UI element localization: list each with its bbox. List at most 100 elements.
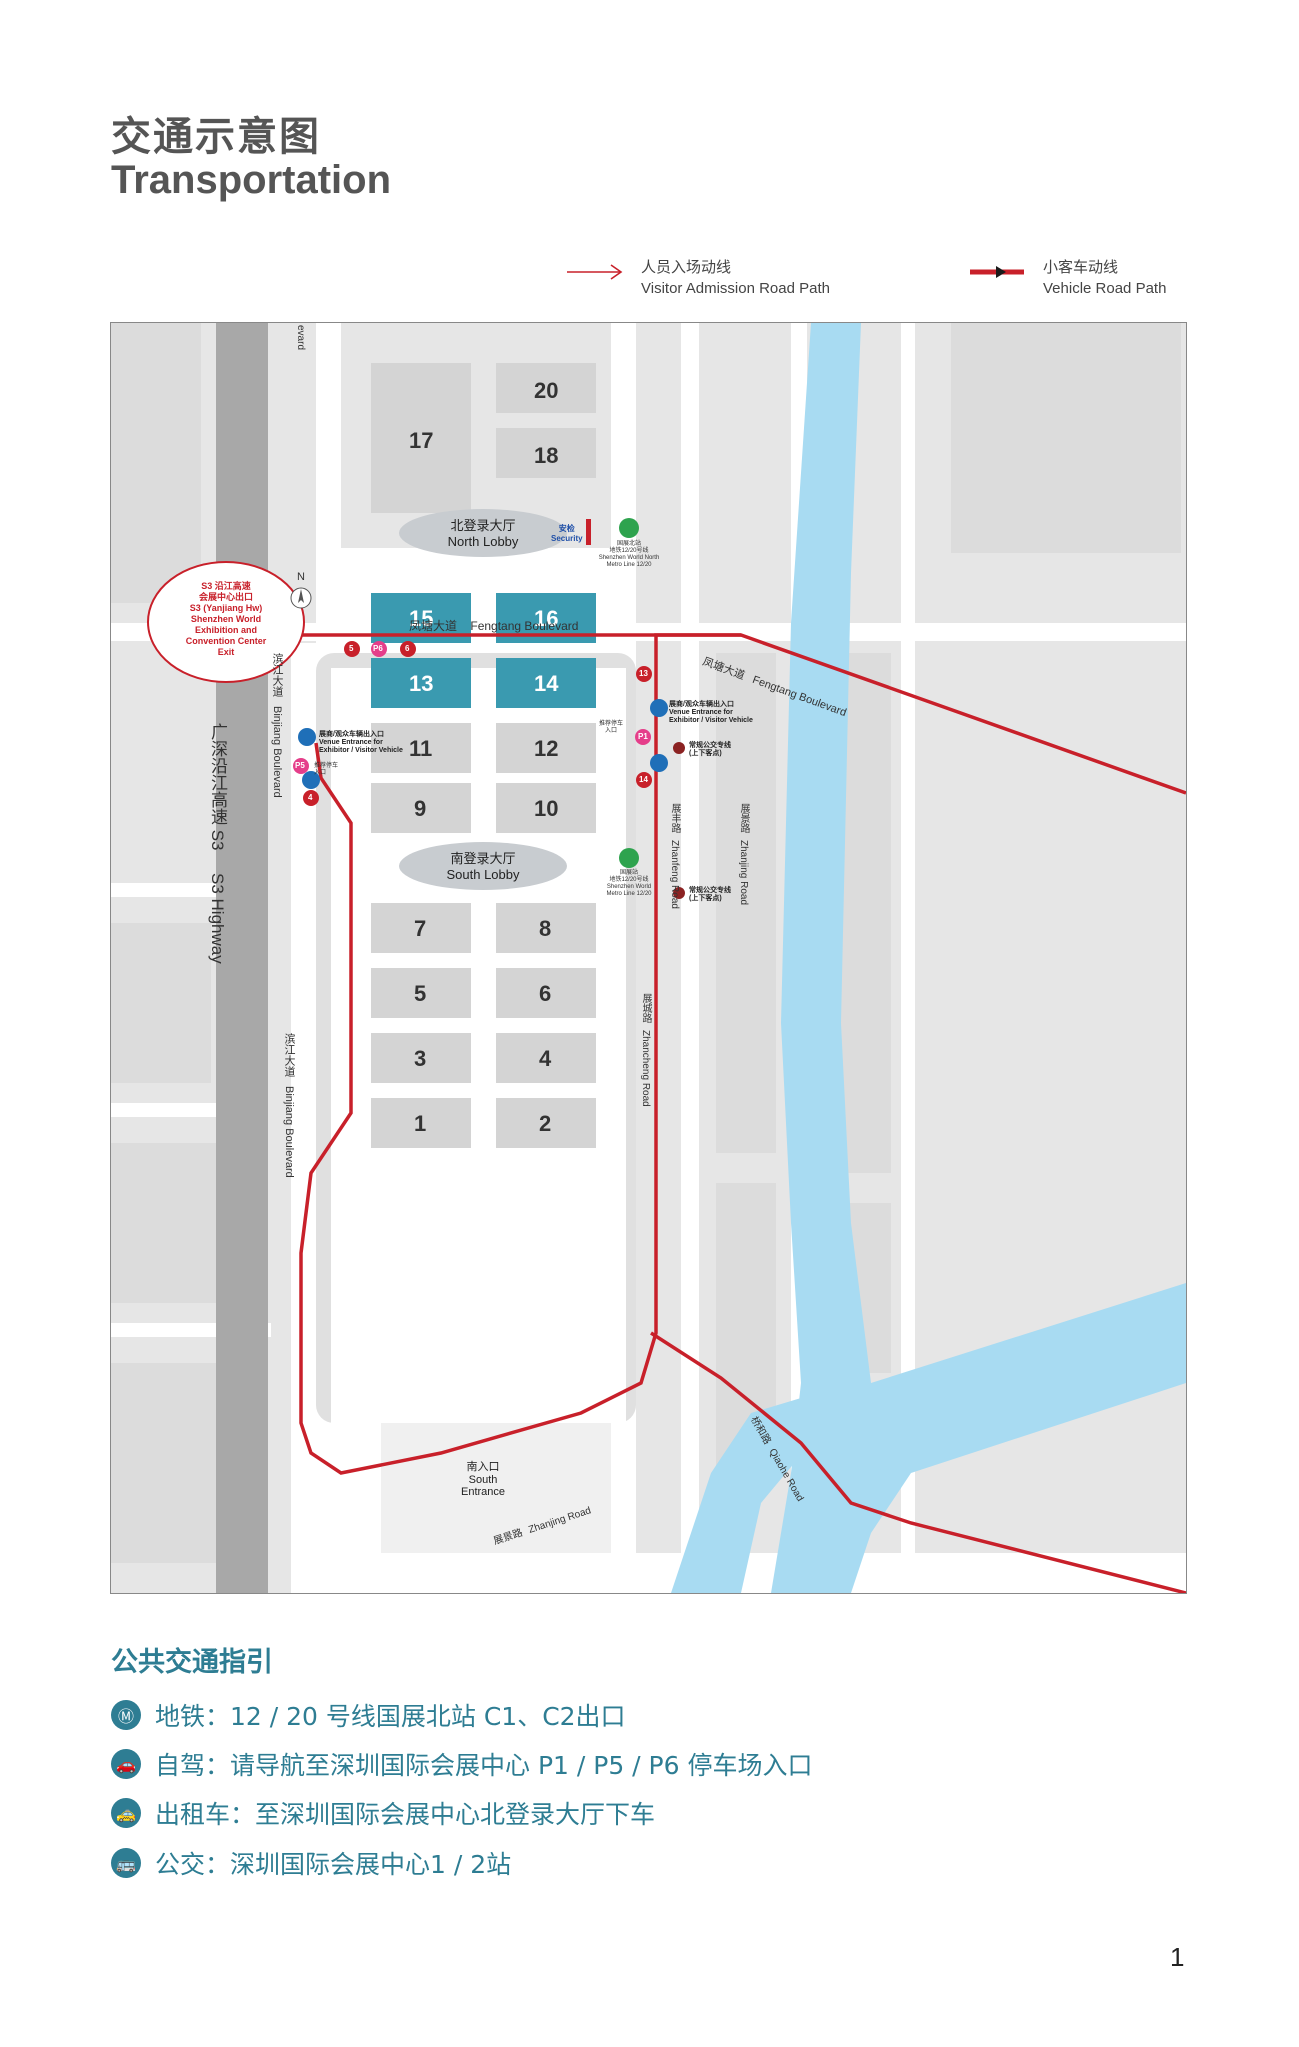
north-lobby: [399, 509, 567, 557]
parking-markers: [293, 641, 652, 806]
binjiang2-en: Binjiang Boulevard: [283, 1086, 295, 1178]
legend-vehicle-cn: 小客车动线: [1043, 259, 1119, 276]
hall-label: 7: [414, 916, 427, 941]
legend-visitor-en: Visitor Admission Road Path: [641, 280, 830, 297]
metro-icons: [619, 518, 639, 868]
zhanjing-cn: 展景路: [738, 803, 749, 833]
guide-item-metro: Ⓜ 地铁：12 / 20 号线国展北站 C1、C2出口: [111, 1697, 626, 1733]
hall-label: 1: [414, 1111, 427, 1136]
page-title-en: Transportation: [111, 158, 392, 202]
hall-12: [496, 723, 596, 773]
highway-en: S3 Highway: [208, 873, 227, 964]
metro-north-line: 地铁12/20号线: [609, 548, 649, 554]
guide-text: 出租车：至深圳国际会展中心北登录大厅下车: [155, 1800, 656, 1829]
bus1-cn: 常规公交专线: [689, 742, 731, 749]
boulevard-fragment: evard: [295, 325, 306, 351]
zhanjing-south-en: Zhanjing Road: [527, 1505, 593, 1536]
page-number: 1: [1170, 1942, 1185, 1972]
venue-entrance-w-en1: Venue Entrance for: [319, 739, 383, 746]
metro-south-en1: Shenzhen World: [606, 884, 652, 890]
hall-6: [496, 968, 596, 1018]
marker-p5: P5: [295, 761, 305, 770]
hall-label: 17: [409, 428, 434, 453]
metro-south-cn: 国展站: [619, 870, 638, 876]
hall-18: [496, 428, 596, 478]
zhanfeng-en: Zhanfeng Road: [669, 839, 680, 909]
marker-13: 13: [639, 669, 648, 678]
south-entrance-en2: Entrance: [461, 1486, 506, 1498]
hall-label: 13: [409, 671, 434, 696]
hall-17: [371, 363, 471, 513]
hall-20: [496, 363, 596, 413]
binjiang-cn: 滨江大道: [271, 653, 283, 697]
hall-10: [496, 783, 596, 833]
hall-label: 11: [409, 736, 433, 761]
bus2-cn: 常规公交专线: [689, 887, 731, 894]
hall-label: 9: [414, 796, 427, 821]
exit-en3: Exhibition and: [195, 625, 257, 635]
exit-en4: Convention Center: [185, 636, 267, 646]
metro-north-en2: Metro Line 12/20: [606, 562, 652, 568]
zhancheng-en: Zhancheng Road: [640, 1029, 651, 1107]
legend-visitor-cn: 人员入场动线: [641, 259, 732, 276]
parking-p5-cn1: 推荐停车: [314, 763, 339, 769]
bus-stop-icons: [673, 742, 685, 899]
venue-entrance-w-en2: Exhibitor / Visitor Vehicle: [319, 747, 403, 754]
exit-en5: Exit: [217, 647, 235, 657]
river: [771, 323, 1186, 1593]
south-entrance-cn: 南入口: [466, 1461, 500, 1473]
metro-south-en2: Metro Line 12/20: [606, 891, 652, 897]
north-lobby-en: North Lobby: [447, 534, 519, 549]
south-entrance-en: South: [468, 1474, 498, 1486]
compass-label: N: [297, 571, 305, 583]
qiaohe-en: Qiaohe Road: [766, 1446, 806, 1504]
taxi-icon: 🚕: [111, 1798, 141, 1828]
hall-label: 4: [539, 1046, 552, 1071]
hall-label: 15: [409, 606, 434, 631]
vehicle-route: [211, 633, 1186, 1593]
venue-entrance-w-cn: 展商/观众车辆出入口: [319, 731, 384, 738]
security-en: Security: [551, 534, 583, 543]
parking-p5-cn2: 入口: [314, 770, 327, 776]
hall-2: [496, 1098, 596, 1148]
marker-5: 5: [349, 644, 354, 653]
exit-cn1: S3 沿江高速: [201, 581, 251, 591]
marker-p6: P6: [373, 644, 383, 653]
hall-label: 14: [534, 671, 559, 696]
legend-vehicle-en: Vehicle Road Path: [1043, 280, 1167, 297]
exit-en2: Shenzhen World: [190, 614, 262, 624]
hall-label: 10: [534, 796, 559, 821]
highway-cn: 广深沿江高速 S3: [208, 723, 227, 851]
hall-8: [496, 903, 596, 953]
venue-entrance-e-cn: 展商/观众车辆出入口: [669, 701, 734, 708]
zhanjing-en: Zhanjing Road: [738, 839, 749, 905]
hall-9: [371, 783, 471, 833]
hall-label: 18: [534, 443, 559, 468]
hall-label: 5: [414, 981, 427, 1006]
metro-icon: Ⓜ: [111, 1700, 141, 1730]
zhancheng-cn: 展城路: [640, 993, 651, 1023]
south-lobby: [399, 842, 567, 890]
metro-south-line: 地铁12/20号线: [609, 877, 649, 883]
guide-item-bus: 🚌 公交：深圳国际会展中心1 / 2站: [111, 1845, 511, 1881]
north-lobby-cn: 北登录大厅: [450, 518, 516, 533]
metro-north-cn: 国展北站: [616, 541, 641, 547]
venue-entrance-e-en1: Venue Entrance for: [669, 709, 733, 716]
guide-item-taxi: 🚕 出租车：至深圳国际会展中心北登录大厅下车: [111, 1795, 655, 1831]
south-lobby-en: South Lobby: [446, 867, 520, 882]
parking-p1-cn1: 推荐停车: [599, 721, 624, 727]
guide-text: 地铁：12 / 20 号线国展北站 C1、C2出口: [155, 1702, 626, 1731]
car-icon: 🚗: [111, 1749, 141, 1779]
metro-north-en1: Shenzhen World North: [598, 555, 660, 561]
vehicle-arrow-icon: [970, 266, 1024, 278]
fengtang-diag-en: Fengtang Boulevard: [750, 673, 848, 720]
marker-p1: P1: [638, 732, 648, 741]
marker-6: 6: [405, 644, 410, 653]
exit-en1: S3 (Yanjiang Hw): [189, 603, 263, 613]
page-title-cn: 交通示意图: [111, 114, 321, 160]
security-gate: [586, 519, 591, 545]
south-lobby-cn: 南登录大厅: [450, 851, 516, 866]
guide-text: 公交：深圳国际会展中心1 / 2站: [155, 1850, 512, 1879]
hall-1: [371, 1098, 471, 1148]
hall-label: 3: [414, 1046, 427, 1071]
